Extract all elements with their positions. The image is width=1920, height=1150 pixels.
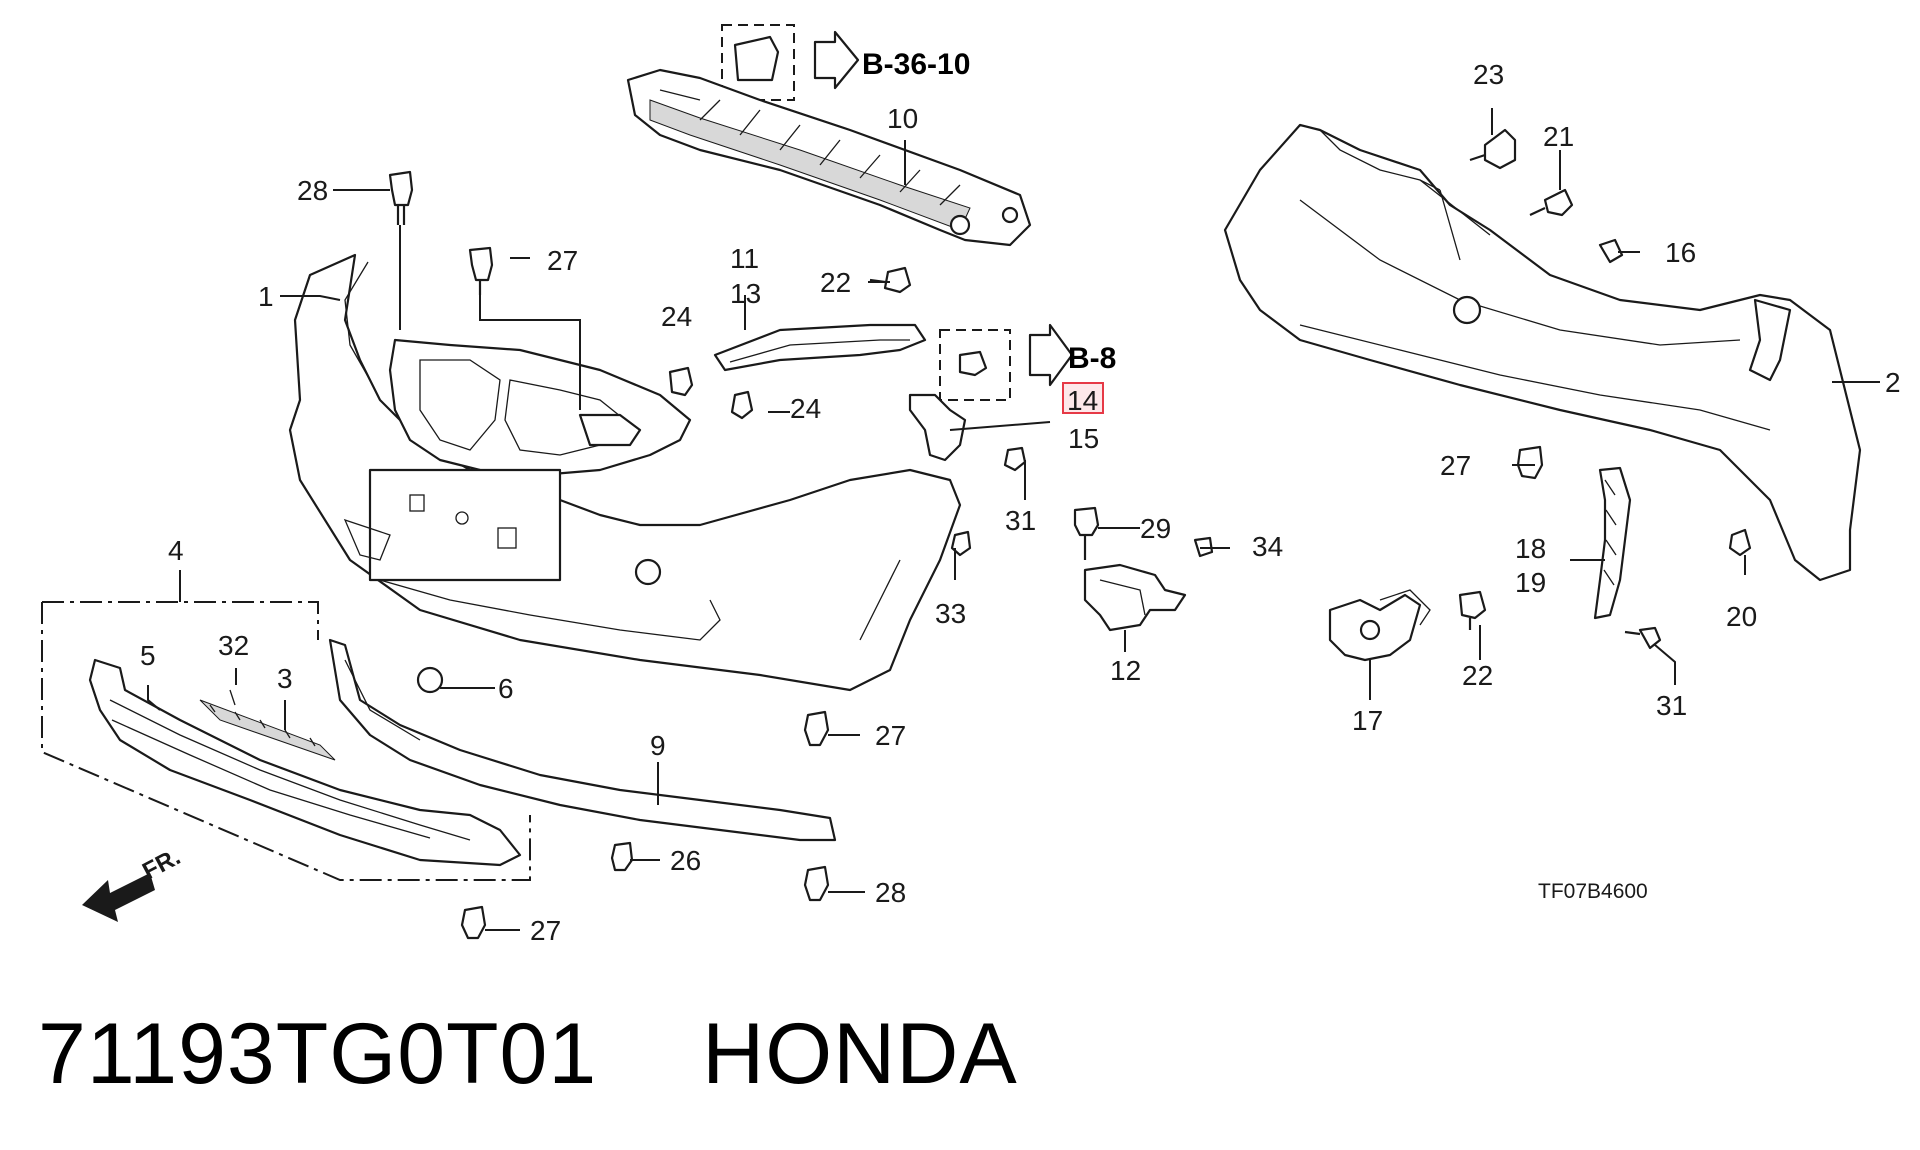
part-number-27: 27: [875, 720, 906, 751]
part-number-17: 17: [1352, 705, 1383, 736]
part-number-23: 23: [1473, 59, 1504, 90]
bumper-beam-drawing: [626, 24, 1032, 247]
part-number-13: 13: [730, 278, 761, 309]
part-number-18: 18: [1515, 533, 1546, 564]
part-number-29: 29: [1140, 513, 1171, 544]
reference-b-8: B-8: [1068, 342, 1116, 375]
part-caption: 71193TG0T01 HONDA: [38, 1005, 1018, 1104]
part-number-33: 33: [935, 598, 966, 629]
part-number-28: 28: [297, 175, 328, 206]
fasteners: [388, 128, 1752, 940]
front-bumper-cover-drawing: [288, 253, 962, 692]
part-number-24: 24: [661, 301, 692, 332]
part-number-19: 19: [1515, 567, 1546, 598]
highlight-box: [1062, 382, 1104, 414]
front-direction-indicator: FR.: [82, 843, 185, 922]
part-number-28: 28: [875, 877, 906, 908]
part-number-27: 27: [547, 245, 578, 276]
part-number-31: 31: [1656, 690, 1687, 721]
part-number-22: 22: [1462, 660, 1493, 691]
diagram-code: TF07B4600: [1538, 880, 1648, 903]
part-number-16: 16: [1665, 237, 1696, 268]
part-number-27: 27: [1440, 450, 1471, 481]
lower-lip-drawing: [328, 638, 837, 842]
rear-bumper-cover-drawing: [1223, 123, 1862, 582]
part-number-2: 2: [1885, 367, 1901, 398]
part-number-34: 34: [1252, 531, 1283, 562]
center-brackets-drawing: [713, 323, 1187, 632]
lower-grille-drawing: [41, 601, 531, 881]
part-number-21: 21: [1543, 121, 1574, 152]
part-number-9: 9: [650, 730, 666, 761]
part-number-22: 22: [820, 267, 851, 298]
part-number-31: 31: [1005, 505, 1036, 536]
part-number-14: 14: [1067, 385, 1098, 416]
leader-lines: [147, 108, 1880, 931]
part-number-32: 32: [218, 630, 249, 661]
part-number-caption: 71193TG0T01: [38, 1006, 598, 1102]
part-number-26: 26: [670, 845, 701, 876]
part-number-3: 3: [277, 663, 293, 694]
brand-caption: HONDA: [702, 1006, 1018, 1102]
rear-brackets-drawing: [1328, 466, 1632, 662]
reference-b-36-10: B-36-10: [862, 48, 970, 81]
part-number-24: 24: [790, 393, 821, 424]
part-number-5: 5: [140, 640, 156, 671]
part-number-11: 11: [730, 243, 759, 274]
part-number-20: 20: [1726, 601, 1757, 632]
part-number-10: 10: [887, 103, 918, 134]
part-number-15: 15: [1068, 423, 1099, 454]
part-number-4: 4: [168, 535, 184, 566]
part-number-6: 6: [498, 673, 514, 704]
part-number-12: 12: [1110, 655, 1141, 686]
part-number-1: 1: [258, 281, 274, 312]
part-number-27: 27: [530, 915, 561, 946]
